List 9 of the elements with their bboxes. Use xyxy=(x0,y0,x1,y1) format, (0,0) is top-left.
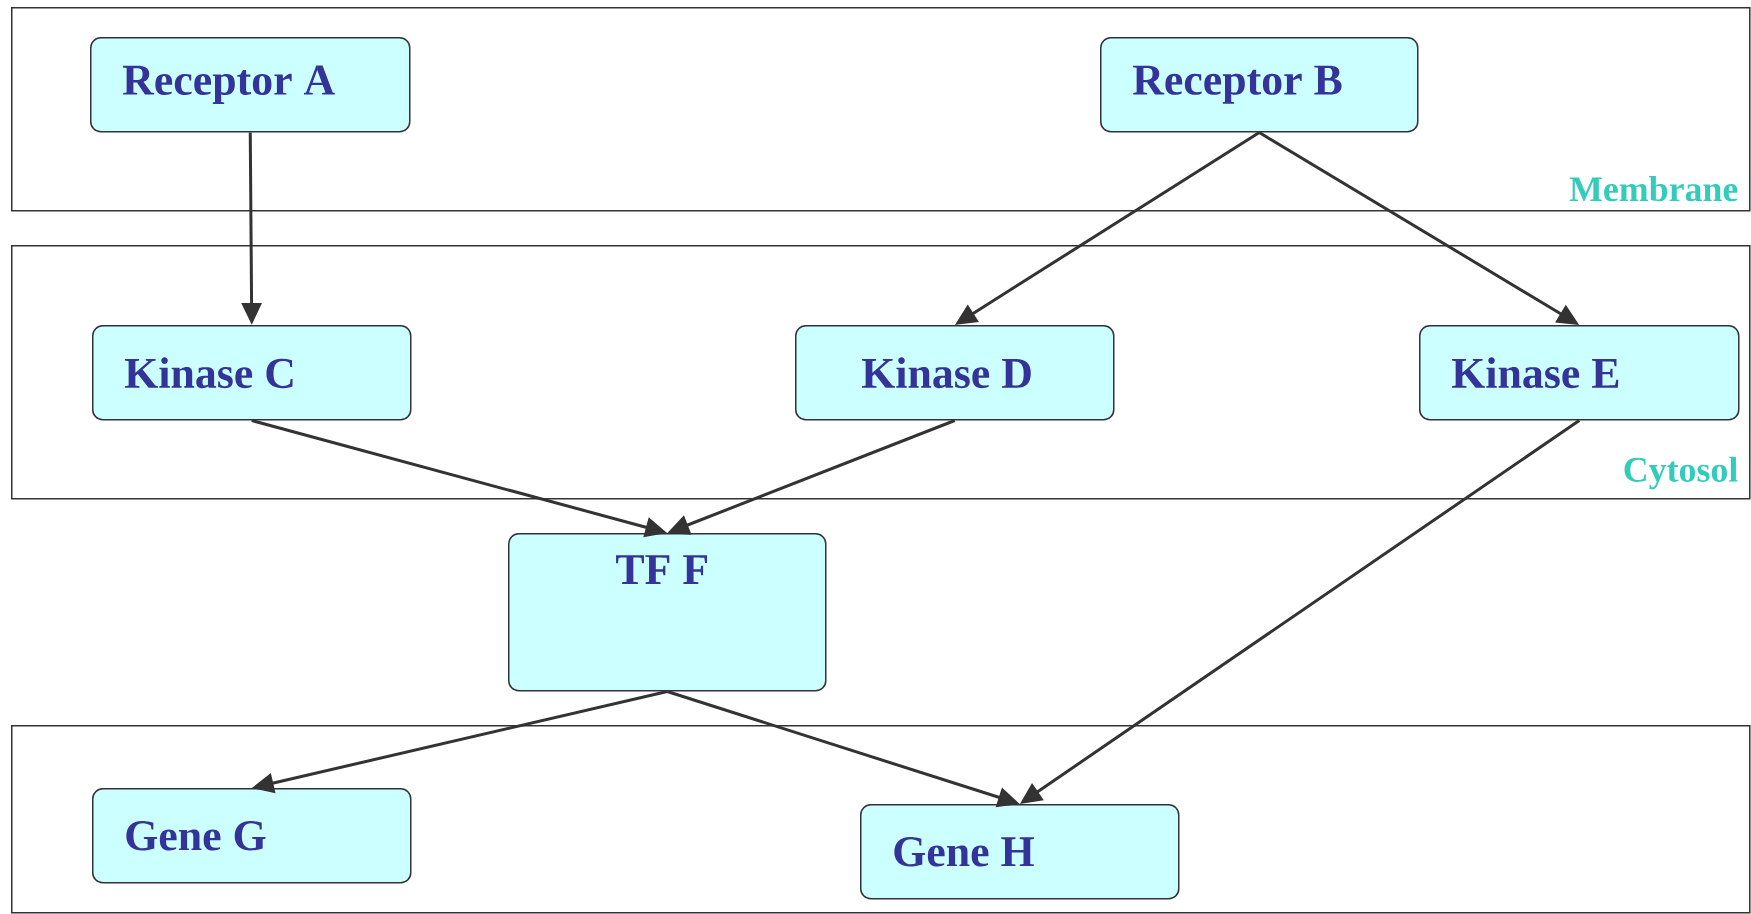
process-box: Receptor A xyxy=(90,37,411,133)
process-box: Gene G xyxy=(92,788,412,884)
process-box: TF F xyxy=(508,533,827,692)
process-box: Kinase E xyxy=(1419,325,1740,421)
process-box: Gene H xyxy=(860,804,1180,900)
process-box: Receptor B xyxy=(1100,37,1419,133)
process-box: Kinase D xyxy=(795,325,1115,421)
region-box xyxy=(11,725,1751,914)
process-box: Kinase C xyxy=(92,325,412,421)
